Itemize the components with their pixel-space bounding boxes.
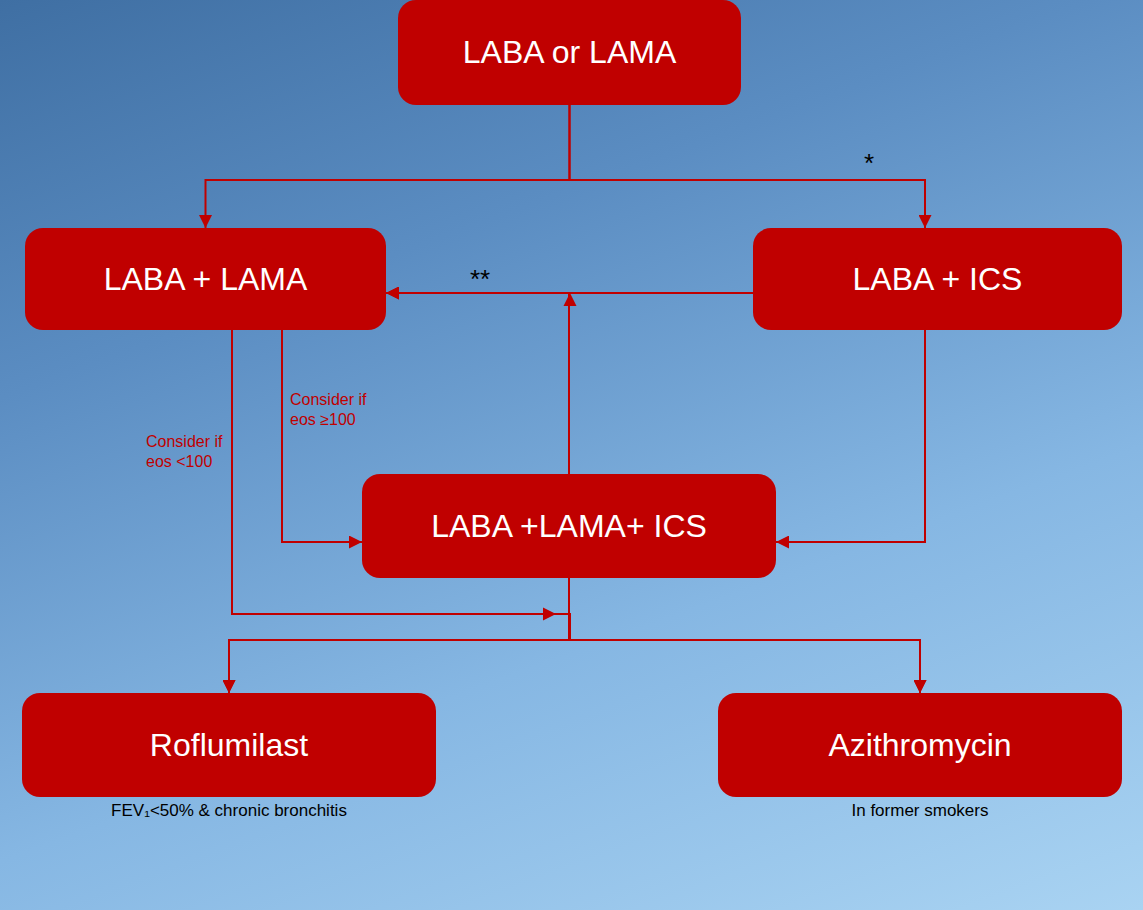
box-note: In former smokers: [718, 801, 1122, 821]
connector-arrow: [386, 293, 569, 474]
box-title: LABA + LAMA: [104, 261, 308, 298]
box-title: LABA +LAMA+ ICS: [431, 508, 707, 545]
connector-arrow: [206, 105, 570, 228]
edge-label: Consider if eos ≥100: [290, 390, 372, 430]
box-note: FEV₁<50% & chronic bronchitis: [22, 801, 436, 821]
connector-arrow: [776, 330, 925, 542]
therapy-box: AzithromycinIn former smokers: [718, 693, 1122, 797]
box-title: Roflumilast: [150, 727, 308, 764]
box-title: LABA + ICS: [853, 261, 1023, 298]
treatment-box: LABA + LAMA: [25, 228, 386, 330]
edge-label: *: [864, 150, 874, 176]
edge-label: **: [470, 266, 490, 292]
connector-arrow: [282, 330, 362, 542]
connector-arrow: [232, 330, 920, 693]
treatment-box: LABA + ICS: [753, 228, 1122, 330]
therapy-box: RoflumilastFEV₁<50% & chronic bronchitis: [22, 693, 436, 797]
edge-label: Consider if eos <100: [146, 432, 226, 472]
connector-arrow: [569, 578, 920, 693]
treatment-box: LABA +LAMA+ ICS: [362, 474, 776, 578]
box-title: Azithromycin: [828, 727, 1011, 764]
connector-arrow: [570, 105, 926, 228]
box-title: LABA or LAMA: [463, 34, 676, 71]
treatment-box: LABA or LAMA: [398, 0, 741, 105]
connector-arrow: [229, 578, 569, 693]
